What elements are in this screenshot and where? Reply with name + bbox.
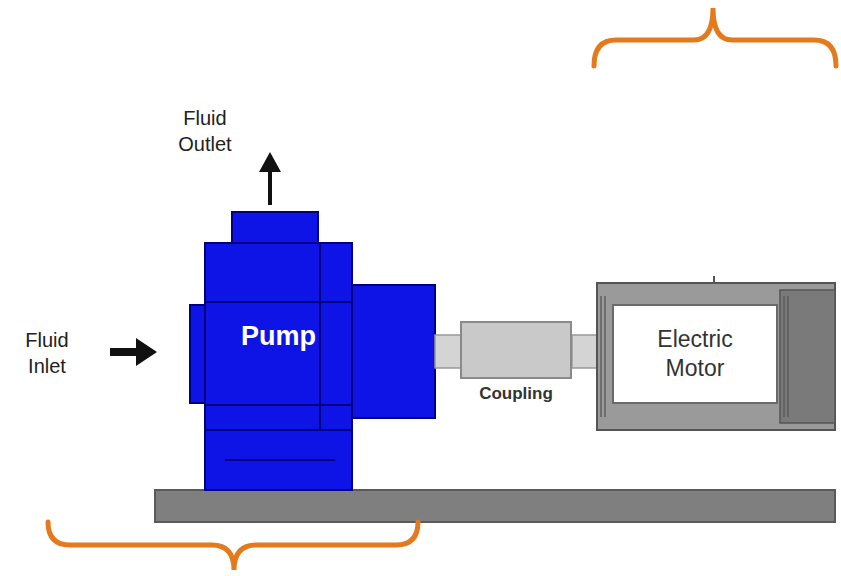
node-label: Coupling <box>479 383 553 404</box>
base-plate <box>155 490 835 522</box>
pump-body: Pump <box>205 243 352 430</box>
pump-shaft <box>435 335 461 368</box>
pump-casing <box>190 212 435 490</box>
outlet-arrow <box>259 152 281 205</box>
node-label: Electric Motor <box>633 325 758 383</box>
coupling-box: Coupling <box>460 321 572 379</box>
bracket <box>48 522 418 570</box>
flow-label: Fluid Inlet <box>2 327 92 379</box>
motor-housing <box>597 276 835 430</box>
node-label: Pump <box>241 320 316 354</box>
flow-label: Fluid Outlet <box>150 105 260 157</box>
bracket <box>594 8 836 66</box>
motor-shaft <box>572 335 599 368</box>
inlet-arrow <box>110 338 157 366</box>
motor-label-box: Electric Motor <box>612 304 778 404</box>
